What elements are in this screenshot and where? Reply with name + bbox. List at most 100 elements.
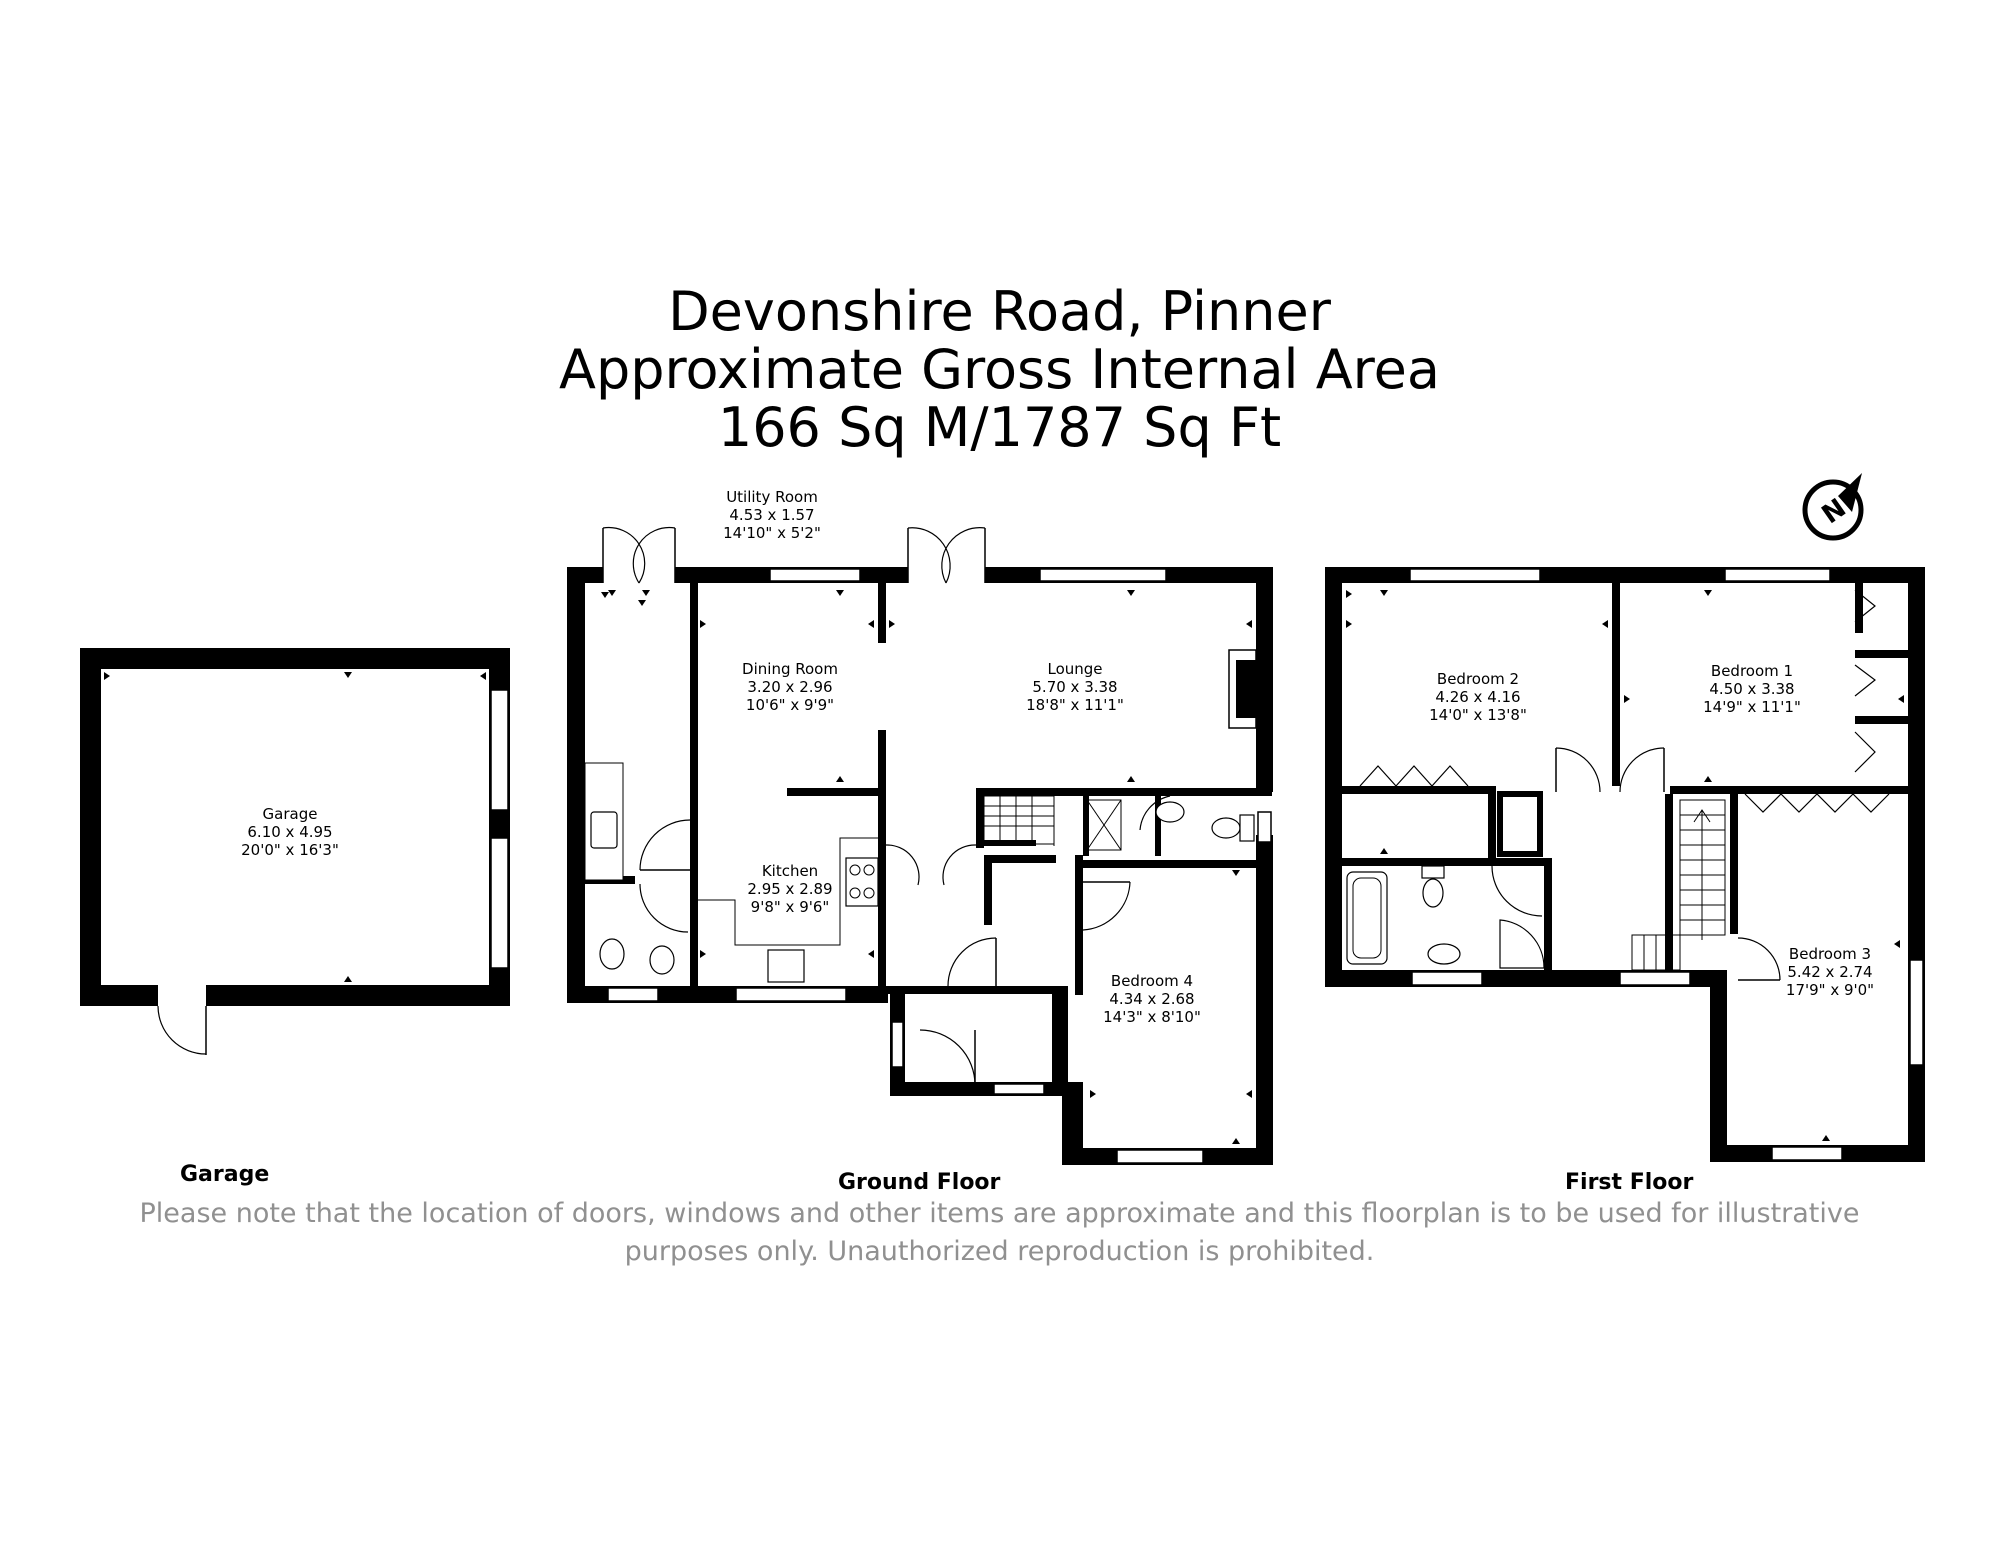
wall (976, 788, 1272, 796)
dimension-tick (1894, 940, 1900, 948)
room-name: Bedroom 4 (1110, 972, 1194, 990)
door-swing (1139, 795, 1171, 831)
room-name: Garage (262, 805, 318, 823)
window-icon (993, 1083, 1045, 1095)
dimension-tick (700, 620, 706, 628)
dimension-tick (344, 672, 352, 678)
wall (1342, 858, 1552, 866)
window-icon (1771, 1146, 1843, 1161)
dimension-tick (1346, 620, 1352, 628)
floor-label-garage: Garage (180, 1162, 270, 1187)
hob-icon (849, 887, 861, 899)
title-line-3: 166 Sq M/1787 Sq Ft (717, 396, 1282, 459)
wall (1665, 794, 1673, 970)
dimension-tick (1232, 1138, 1240, 1144)
dimension-tick (889, 620, 895, 628)
dimension-tick (608, 590, 616, 596)
room-name: Bedroom 2 (1436, 670, 1520, 688)
toilet-icon (1421, 865, 1445, 879)
wall (1710, 970, 1727, 1162)
compass-icon: N (1802, 473, 1864, 541)
dimension-tick (1346, 590, 1352, 598)
dimension-tick (1232, 870, 1240, 876)
door-swing (602, 526, 646, 584)
room-name: Bedroom 3 (1788, 945, 1872, 963)
room-label-bedroom3: Bedroom 3 5.42 x 2.74 17'9" x 9'0" (1786, 945, 1874, 999)
wall (878, 583, 886, 643)
wall (1855, 650, 1915, 658)
room-imperial: 14'0" x 13'8" (1429, 706, 1527, 724)
garage-wall (80, 648, 510, 669)
floor-label-ground: Ground Floor (838, 1170, 1001, 1195)
stairs-icon (1631, 799, 1726, 971)
wall (1612, 583, 1620, 786)
room-imperial: 14'3" x 8'10" (1103, 1008, 1201, 1026)
window-icon (1116, 1149, 1204, 1164)
wall (976, 788, 984, 848)
room-imperial: 14'9" x 11'1" (1703, 698, 1801, 716)
dimension-tick (344, 976, 352, 982)
dimension-tick (868, 620, 874, 628)
dimension-tick (1246, 1090, 1252, 1098)
room-metric: 2.95 x 2.89 (747, 880, 833, 898)
wall (1488, 786, 1496, 866)
floor-label-first: First Floor (1565, 1170, 1694, 1195)
window-icon (490, 689, 509, 811)
window-icon (769, 568, 861, 582)
room-metric: 5.42 x 2.74 (1787, 963, 1873, 981)
hob-icon (863, 864, 875, 876)
wall (888, 986, 1068, 994)
room-name: Kitchen (761, 862, 819, 880)
hob-icon (863, 887, 875, 899)
worktop (698, 837, 878, 946)
door-swing (941, 527, 986, 584)
dimension-tick (836, 776, 844, 782)
room-label-bedroom2: Bedroom 2 4.26 x 4.16 14'0" x 13'8" (1429, 670, 1527, 724)
wall (1052, 986, 1068, 1096)
dimension-tick (868, 950, 874, 958)
room-label-utility: Utility Room 4.53 x 1.57 14'10" x 5'2" (723, 488, 821, 542)
toilet-icon (599, 938, 625, 970)
fireplace-icon (1236, 660, 1256, 718)
garage-wall (80, 985, 510, 1006)
room-imperial: 18'8" x 11'1" (1026, 696, 1124, 714)
dimension-tick (1602, 620, 1608, 628)
disclaimer-line-2: purposes only. Unauthorized reproduction… (624, 1236, 1375, 1267)
door-swing (942, 844, 977, 886)
wall (1342, 786, 1492, 794)
dimension-tick (104, 672, 110, 680)
shower-icon (1086, 799, 1122, 851)
dimension-tick (1704, 590, 1712, 596)
door-swing (157, 1005, 207, 1055)
dimension-tick (1898, 695, 1904, 703)
wardrobe-door (1359, 765, 1469, 787)
room-imperial: 20'0" x 16'3" (241, 841, 339, 859)
room-name: Dining Room (742, 660, 838, 678)
wall (1855, 716, 1915, 724)
wall (567, 567, 603, 583)
door-swing (907, 527, 951, 584)
room-metric: 4.53 x 1.57 (729, 506, 815, 524)
room-metric: 3.20 x 2.96 (747, 678, 833, 696)
door-swing (632, 526, 676, 584)
wall (1730, 794, 1738, 934)
door-swing (947, 937, 997, 987)
first-floor-plan (1325, 567, 1925, 1162)
title-line-2: Approximate Gross Internal Area (559, 338, 1440, 401)
dimension-tick (1624, 695, 1630, 703)
wall (1083, 796, 1089, 856)
wall (1075, 855, 1083, 995)
ground-floor-plan (567, 526, 1273, 1165)
window-icon (1724, 568, 1831, 582)
wall (1062, 1082, 1083, 1165)
wall (1325, 567, 1342, 987)
wall (1256, 567, 1273, 792)
dimension-tick (1380, 590, 1388, 596)
dimension-tick (638, 600, 646, 606)
stairs-icon (983, 795, 1055, 846)
dimension-tick (1246, 620, 1252, 628)
wardrobe-door (1854, 589, 1876, 623)
window-icon (1039, 568, 1167, 582)
window-icon (1409, 568, 1541, 582)
door-swing (1737, 937, 1781, 981)
